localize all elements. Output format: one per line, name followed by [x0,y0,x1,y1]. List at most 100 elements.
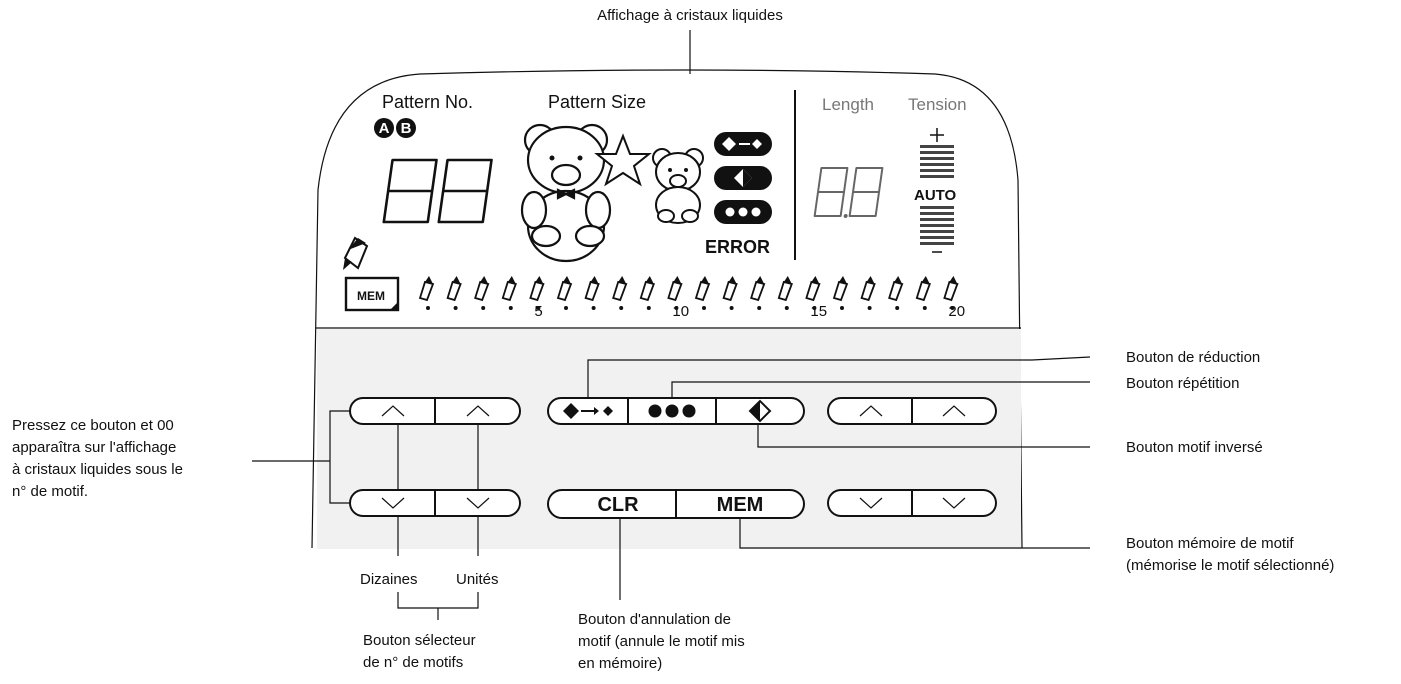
length-up-button[interactable] [859,405,883,417]
stitch-pencil-tip [590,276,599,284]
stitch-dot [950,306,955,310]
units-down-button[interactable] [466,497,490,509]
auto-label: AUTO [914,187,957,204]
press-callout-line4: n° de motif. [12,483,88,500]
star-icon [594,133,652,187]
stitch-pencil-tip [894,276,903,284]
stitch-pencil-icon [777,280,793,302]
reduction-button[interactable] [563,403,613,419]
stitch-dot [867,306,872,310]
error-label: ERROR [705,237,770,257]
ab-b-letter: B [401,120,412,137]
tens-up-button[interactable] [381,405,405,417]
pattern-size-label: Pattern Size [548,92,646,112]
repeat-indicator-icon [714,200,772,224]
reduction-indicator-icon [714,132,772,156]
stitch-dot [895,306,900,310]
units-up-button[interactable] [466,405,490,417]
stitch-pencil-icon [612,280,628,302]
tension-bar [920,230,954,233]
stitch-pencil-tip [783,276,792,284]
mem-icon-text: MEM [357,289,385,303]
stitch-pencil-icon [474,280,490,302]
chevron-up-icon [942,405,966,417]
tension-bar [920,175,954,178]
pattern-selector-down-pair [349,489,521,517]
stitch-pencil-tip [673,276,682,284]
stitch-pencil-icon [556,280,573,302]
tension-bar [920,145,954,148]
inverse-indicator-icon [714,166,772,190]
stitch-pencil-icon [750,280,766,302]
repeat-button-callout: Bouton répétition [1126,375,1239,392]
stitch-scale-label: 10 [672,303,689,320]
large-bear-icon [520,123,612,263]
stitch-pencil-tip [425,276,433,284]
stitch-dot [646,306,651,310]
tension-down-button[interactable] [942,497,966,509]
stitch-pencil-icon [915,280,931,302]
stitch-dot [564,306,568,310]
stitch-scale-label: 5 [534,303,542,320]
ab-indicator: A B [374,118,416,138]
stitch-pencil-tip [701,276,709,284]
stitch-dot [453,306,458,310]
stitch-pencil-icon [501,280,517,302]
units-label: Unités [456,571,499,588]
stitch-dot [922,306,927,310]
tension-bar [920,218,954,221]
chevron-up-icon [859,405,883,417]
stitch-pencil-icon [805,280,821,302]
stitch-pencil-tip [535,276,544,284]
clear-button-callout-line3: en mémoire) [578,655,662,672]
clear-button-label: CLR [597,494,639,516]
small-bear-icon [652,148,704,224]
stitch-pencil-tip [811,276,820,284]
stitch-dot [757,306,762,310]
stitch-pencil-tip [839,276,847,284]
tension-up-button[interactable] [942,405,966,417]
stitch-dot [426,306,430,310]
stitch-pencil-tip [645,276,654,284]
inverse-button-callout: Bouton motif inversé [1126,439,1263,456]
stitch-pencil-icon [418,280,435,302]
stitch-dot [481,306,486,310]
length-tension-up-pair [827,397,997,425]
press-callout-line2: apparaîtra sur l'affichage [12,439,176,456]
tens-label: Dizaines [360,571,418,588]
stitch-pencil-icon [832,280,849,302]
selector-callout-line1: Bouton sélecteur [363,632,476,649]
memory-button[interactable]: MEM [717,494,764,516]
repeat-button[interactable] [648,404,696,418]
pattern-selector-up-pair [349,397,521,425]
chevron-up-icon [381,405,405,417]
stitch-pencil-tip [563,276,571,284]
length-digits [813,167,884,218]
panel-outline [311,69,1023,549]
tension-bar [920,206,954,209]
stitch-pencil-icon [694,280,711,302]
chevron-down-icon [859,497,883,509]
clear-button-callout-line1: Bouton d'annulation de [578,611,731,628]
chevron-down-icon [381,497,405,509]
ab-a-letter: A [379,120,390,137]
mem-icon: MEM [344,276,400,312]
stitch-pencil-tip [618,276,627,284]
lcd-title-label: Affichage à cristaux liquides [597,7,783,24]
tension-bar [920,151,954,154]
inverse-button[interactable] [748,399,772,423]
clear-button[interactable]: CLR [597,494,639,516]
length-down-button[interactable] [859,497,883,509]
stitch-dot [536,306,541,310]
chevron-down-icon [942,497,966,509]
tension-bar [920,236,954,239]
stitch-pencil-tip [728,276,737,284]
selector-callout-line2: de n° de motifs [363,654,463,671]
tension-bar [920,157,954,160]
memory-pencil-icon [343,236,369,270]
stitch-pencil-icon [639,280,655,302]
memory-button-callout-line2: (mémorise le motif sélectionné) [1126,557,1334,574]
tens-down-button[interactable] [381,497,405,509]
